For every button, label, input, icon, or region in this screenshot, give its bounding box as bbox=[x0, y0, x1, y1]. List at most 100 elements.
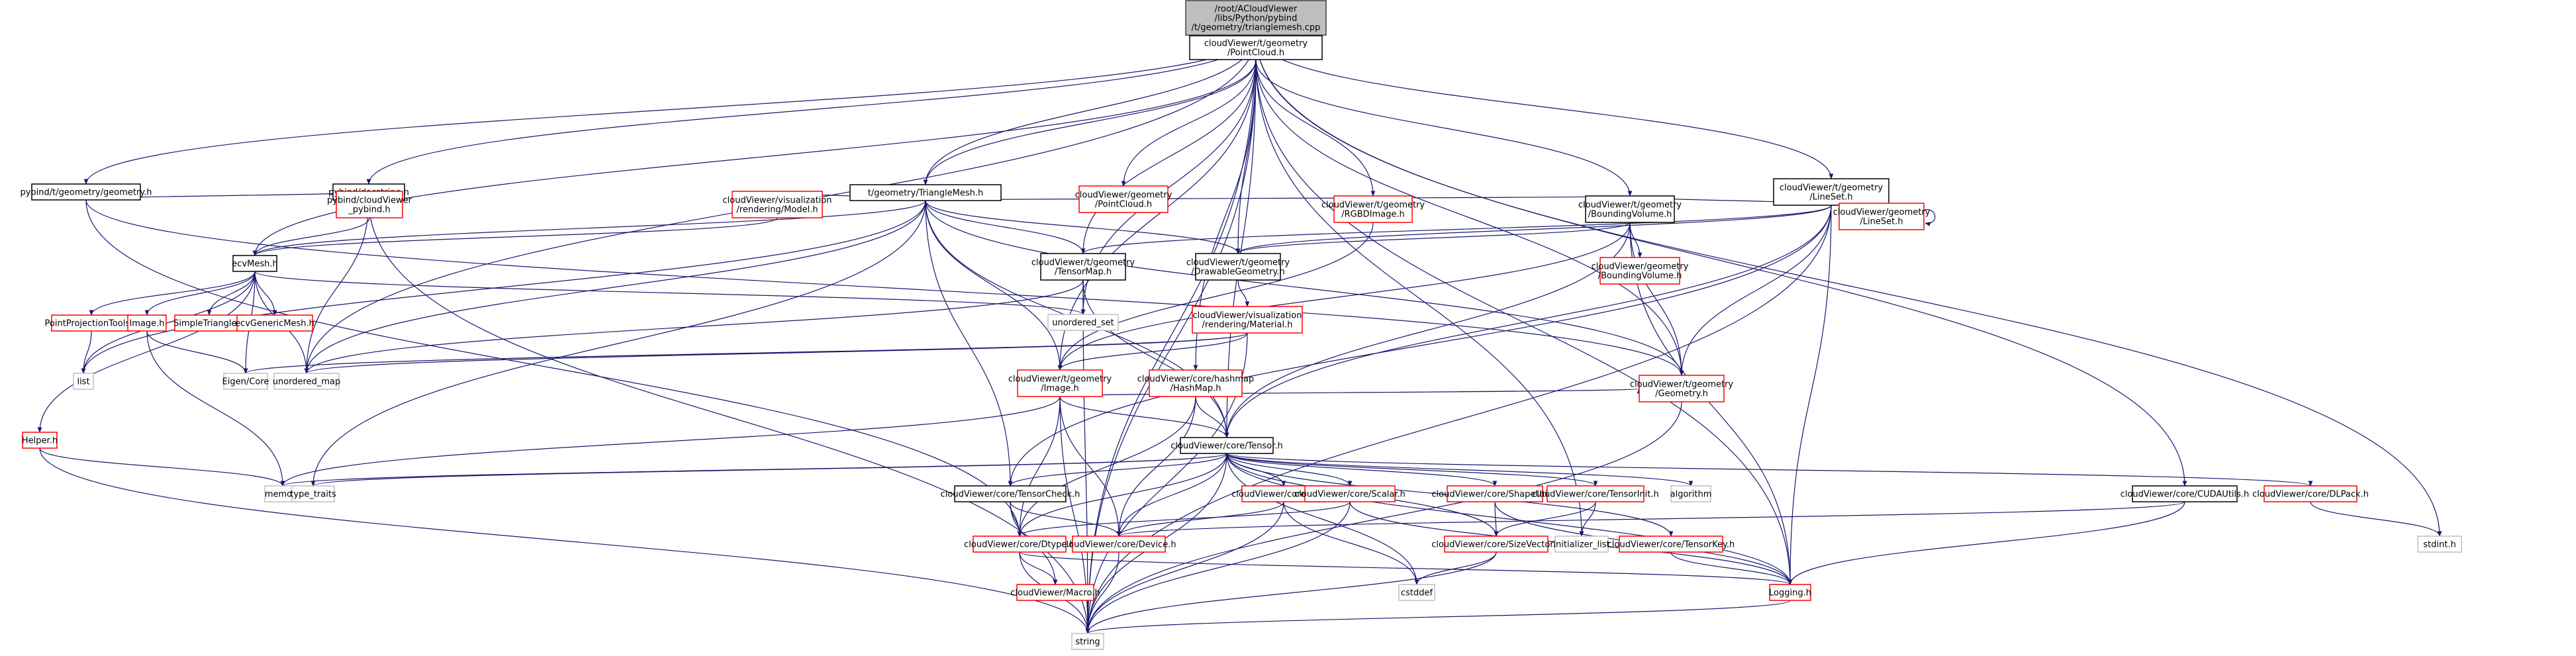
edge-tensor-to-algorithm bbox=[1226, 453, 1693, 487]
node-box bbox=[1189, 35, 1323, 60]
node-ttrimesh[interactable]: t/geometry/TriangleMesh.h bbox=[849, 184, 1002, 201]
node-gpointcloud[interactable]: cloudViewer/geometry/PointCloud.h bbox=[1075, 185, 1172, 213]
node-shapeutil[interactable]: cloudViewer/core/ShapeUtil.h bbox=[1431, 485, 1558, 502]
node-gbv[interactable]: cloudViewer/geometry/BoundingVolume.h bbox=[1592, 257, 1689, 285]
node-box bbox=[2264, 485, 2358, 502]
node-label: Eigen/Core bbox=[222, 377, 269, 387]
node-box bbox=[1071, 633, 1104, 650]
node-tensormap[interactable]: cloudViewer/t/geometry/TensorMap.h bbox=[1031, 253, 1135, 281]
node-label: PointProjectionTools.h bbox=[45, 319, 138, 329]
node-simpletri[interactable]: SimpleTriangle.h bbox=[173, 314, 245, 332]
node-tensorkey[interactable]: cloudViewer/core/TensorKey.h bbox=[1607, 536, 1735, 553]
edge-tensormap-to-umap bbox=[304, 279, 1084, 374]
node-layer: /root/ACloudViewer/libs/Python/pybind/t/… bbox=[20, 0, 2462, 650]
node-eigen: Eigen/Core bbox=[222, 373, 269, 390]
node-tensorinit[interactable]: cloudViewer/core/TensorInit.h bbox=[1532, 485, 1659, 502]
edge-tbv-to-timage bbox=[1057, 222, 1631, 371]
edge-sizevector-to-cstddef bbox=[1414, 551, 1497, 585]
node-ecvmesh[interactable]: ecvMesh.h bbox=[232, 255, 278, 272]
edge-model-to-ecvmesh bbox=[252, 217, 778, 256]
node-tlineset[interactable]: cloudViewer/t/geometry/LineSet.h bbox=[1773, 178, 1889, 206]
node-image[interactable]: Image.h bbox=[127, 314, 167, 332]
node-box bbox=[973, 536, 1067, 553]
node-tpointcloud[interactable]: cloudViewer/t/geometry/PointCloud.h bbox=[1189, 35, 1323, 60]
node-uset: unordered_set bbox=[1047, 314, 1119, 331]
node-stdint: stdint.h bbox=[2417, 536, 2462, 553]
node-label: cloudViewer/core/Tensor.h bbox=[1170, 442, 1283, 451]
node-box bbox=[1639, 375, 1725, 402]
node-helper[interactable]: Helper.h bbox=[22, 432, 58, 449]
edge-tpointcloud-to-rgbd bbox=[1255, 59, 1376, 197]
node-label: cloudViewer/core/TensorInit.h bbox=[1532, 490, 1659, 500]
edge-tbv-to-drawable bbox=[1235, 222, 1631, 254]
node-label: /TensorMap.h bbox=[1055, 267, 1112, 277]
node-label: /t/geometry/trianglemesh.cpp bbox=[1192, 23, 1321, 33]
edge-blob-to-string bbox=[1085, 501, 1284, 634]
edge-tensorcheck-to-device bbox=[1010, 501, 1121, 537]
node-dlpack[interactable]: cloudViewer/core/DLPack.h bbox=[2252, 485, 2369, 502]
node-label: /root/ACloudViewer bbox=[1215, 5, 1298, 15]
edge-tensor-to-dlpack bbox=[1226, 453, 2313, 487]
edge-ecvmesh-to-helper bbox=[37, 271, 256, 433]
node-genmesh[interactable]: ecvGenericMesh.h bbox=[235, 314, 314, 332]
node-cudautils[interactable]: cloudViewer/core/CUDAUtils.h bbox=[2121, 485, 2250, 502]
node-label: ecvMesh.h bbox=[232, 259, 277, 269]
node-tensor[interactable]: cloudViewer/core/Tensor.h bbox=[1170, 437, 1283, 454]
node-dtype[interactable]: cloudViewer/core/Dtype.h bbox=[964, 536, 1075, 553]
node-box bbox=[1180, 437, 1274, 454]
node-tgeometry[interactable]: cloudViewer/t/geometry/Geometry.h bbox=[1630, 375, 1734, 402]
node-box bbox=[1304, 485, 1396, 502]
node-scalar[interactable]: cloudViewer/core/Scalar.h bbox=[1294, 485, 1406, 502]
node-label: Helper.h bbox=[22, 436, 58, 446]
edge-tensor-to-device bbox=[1116, 453, 1227, 537]
edge-cvpybind-to-ecvmesh bbox=[252, 217, 370, 256]
node-drawable[interactable]: cloudViewer/t/geometry/DrawableGeometry.… bbox=[1186, 253, 1290, 281]
edge-ttrimesh-to-list bbox=[81, 200, 926, 374]
node-label: type_traits bbox=[290, 490, 336, 500]
node-macro[interactable]: cloudViewer/Macro.h bbox=[1010, 584, 1100, 601]
edge-tpointcloud-to-tbv bbox=[1255, 59, 1633, 197]
node-label: /BoundingVolume.h bbox=[1598, 271, 1682, 281]
node-label: cloudViewer/core/TensorCheck.h bbox=[941, 490, 1080, 500]
node-label: _pybind.h bbox=[348, 205, 390, 215]
node-sizevector[interactable]: cloudViewer/core/SizeVector.h bbox=[1431, 536, 1561, 553]
edge-tgeometry-to-string bbox=[1085, 401, 1682, 634]
node-pygeom[interactable]: pybind/t/geometry/geometry.h bbox=[20, 183, 152, 201]
node-label: string bbox=[1075, 637, 1100, 647]
node-label: cloudViewer/core/hashmap bbox=[1137, 375, 1254, 385]
edge-tensormap-to-tensor bbox=[1082, 279, 1229, 438]
node-hashmap[interactable]: cloudViewer/core/hashmap/HashMap.h bbox=[1137, 369, 1254, 397]
node-model[interactable]: cloudViewer/visualization/rendering/Mode… bbox=[723, 191, 832, 218]
node-box bbox=[73, 373, 94, 390]
node-label: /rendering/Material.h bbox=[1202, 320, 1293, 330]
node-timage[interactable]: cloudViewer/t/geometry/Image.h bbox=[1008, 369, 1112, 397]
node-tensorcheck[interactable]: cloudViewer/core/TensorCheck.h bbox=[941, 485, 1080, 502]
edge-tlineset-to-tensorcheck bbox=[1008, 205, 1832, 487]
node-label: cloudViewer/t/geometry bbox=[1008, 375, 1112, 385]
node-box bbox=[236, 314, 313, 332]
edge-tensor-to-tensorcheck bbox=[1008, 453, 1227, 487]
node-label: /Geometry.h bbox=[1655, 389, 1708, 399]
node-label: ecvGenericMesh.h bbox=[235, 319, 314, 329]
node-label: cloudViewer/geometry bbox=[1592, 262, 1689, 272]
edge-ttrimesh-to-umap bbox=[304, 200, 926, 374]
node-device[interactable]: cloudViewer/core/Device.h bbox=[1061, 536, 1176, 553]
node-box bbox=[2417, 536, 2462, 553]
node-label: cloudViewer/visualization bbox=[723, 196, 832, 206]
node-tbv[interactable]: cloudViewer/t/geometry/BoundingVolume.h bbox=[1578, 195, 1682, 223]
node-material[interactable]: cloudViewer/visualization/rendering/Mate… bbox=[1192, 306, 1303, 334]
edge-scalar-to-string bbox=[1085, 501, 1351, 634]
node-glineset[interactable]: cloudViewer/geometry/LineSet.h bbox=[1833, 203, 1931, 230]
node-logging[interactable]: Logging.h bbox=[1769, 584, 1811, 601]
node-rgbd[interactable]: cloudViewer/t/geometry/RGBDImage.h bbox=[1321, 195, 1425, 223]
node-label: cloudViewer/core/CUDAUtils.h bbox=[2121, 490, 2250, 500]
edge-ecvmesh-to-genmesh bbox=[254, 271, 277, 316]
node-box bbox=[1040, 253, 1126, 281]
node-label: cloudViewer/t/geometry bbox=[1031, 258, 1135, 268]
edge-ecvmesh-to-uset bbox=[254, 271, 1086, 315]
node-ppt[interactable]: PointProjectionTools.h bbox=[45, 314, 138, 332]
edge-tpointcloud-to-tensormap bbox=[1080, 59, 1257, 254]
node-box bbox=[1078, 185, 1169, 213]
node-cvpybind[interactable]: pybind/cloudViewer_pybind.h bbox=[327, 191, 412, 218]
node-label: unordered_set bbox=[1052, 318, 1114, 328]
